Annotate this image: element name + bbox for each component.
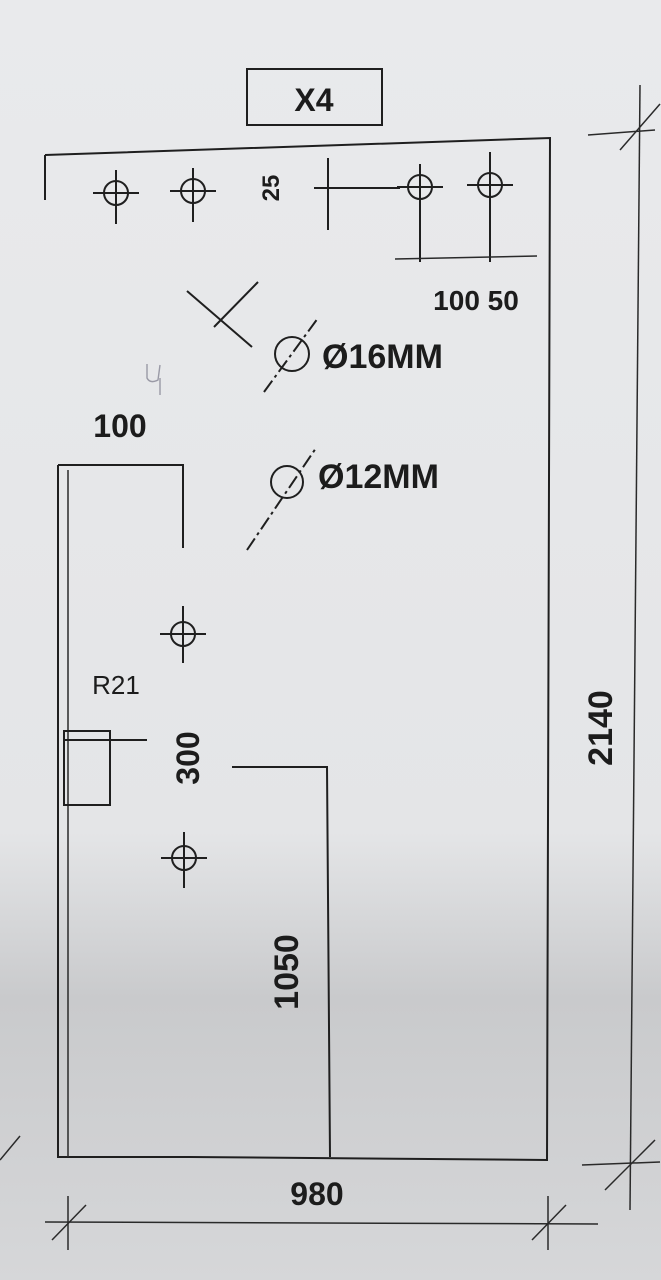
hole-marker-top-1 <box>93 170 139 224</box>
dim-100-label: 100 <box>93 408 146 444</box>
title-label: X4 <box>294 82 333 118</box>
hole-16-label: Ø16MM <box>322 338 443 376</box>
title-box <box>246 68 383 126</box>
hole-12-label: Ø12MM <box>318 458 439 496</box>
dim-25-label: 25 <box>258 175 285 202</box>
dim-25-marker <box>314 158 400 230</box>
dim-980-line <box>44 1196 599 1250</box>
hole-marker-top-3 <box>397 164 443 262</box>
hole-marker-top-2 <box>170 168 216 222</box>
cross-mark <box>186 281 259 348</box>
inner-cutout-outline <box>232 766 331 1158</box>
pencil-mark <box>146 364 161 395</box>
edge-mark <box>0 1135 21 1161</box>
dim-2140-line <box>581 84 661 1211</box>
radius-label: R21 <box>92 670 140 700</box>
diameter-12-symbol <box>246 447 317 551</box>
hole-marker-top-4 <box>467 152 513 262</box>
hole-marker-mid-1 <box>160 606 206 663</box>
dim-100-50-label: 100 50 <box>433 285 519 316</box>
panel-outline-left <box>44 155 190 1158</box>
radius-marker <box>63 730 147 806</box>
dim-980-label: 980 <box>290 1176 343 1212</box>
dim-2140-label: 2140 <box>582 690 620 766</box>
hole-marker-mid-2 <box>161 832 207 888</box>
panel-outline-top-right <box>44 136 552 1162</box>
dim-1050-label: 1050 <box>268 934 306 1010</box>
notch-outline-top <box>58 464 184 548</box>
dim-100-50-line <box>394 255 538 260</box>
dim-300-label: 300 <box>170 731 206 784</box>
diameter-16-symbol <box>263 317 319 393</box>
